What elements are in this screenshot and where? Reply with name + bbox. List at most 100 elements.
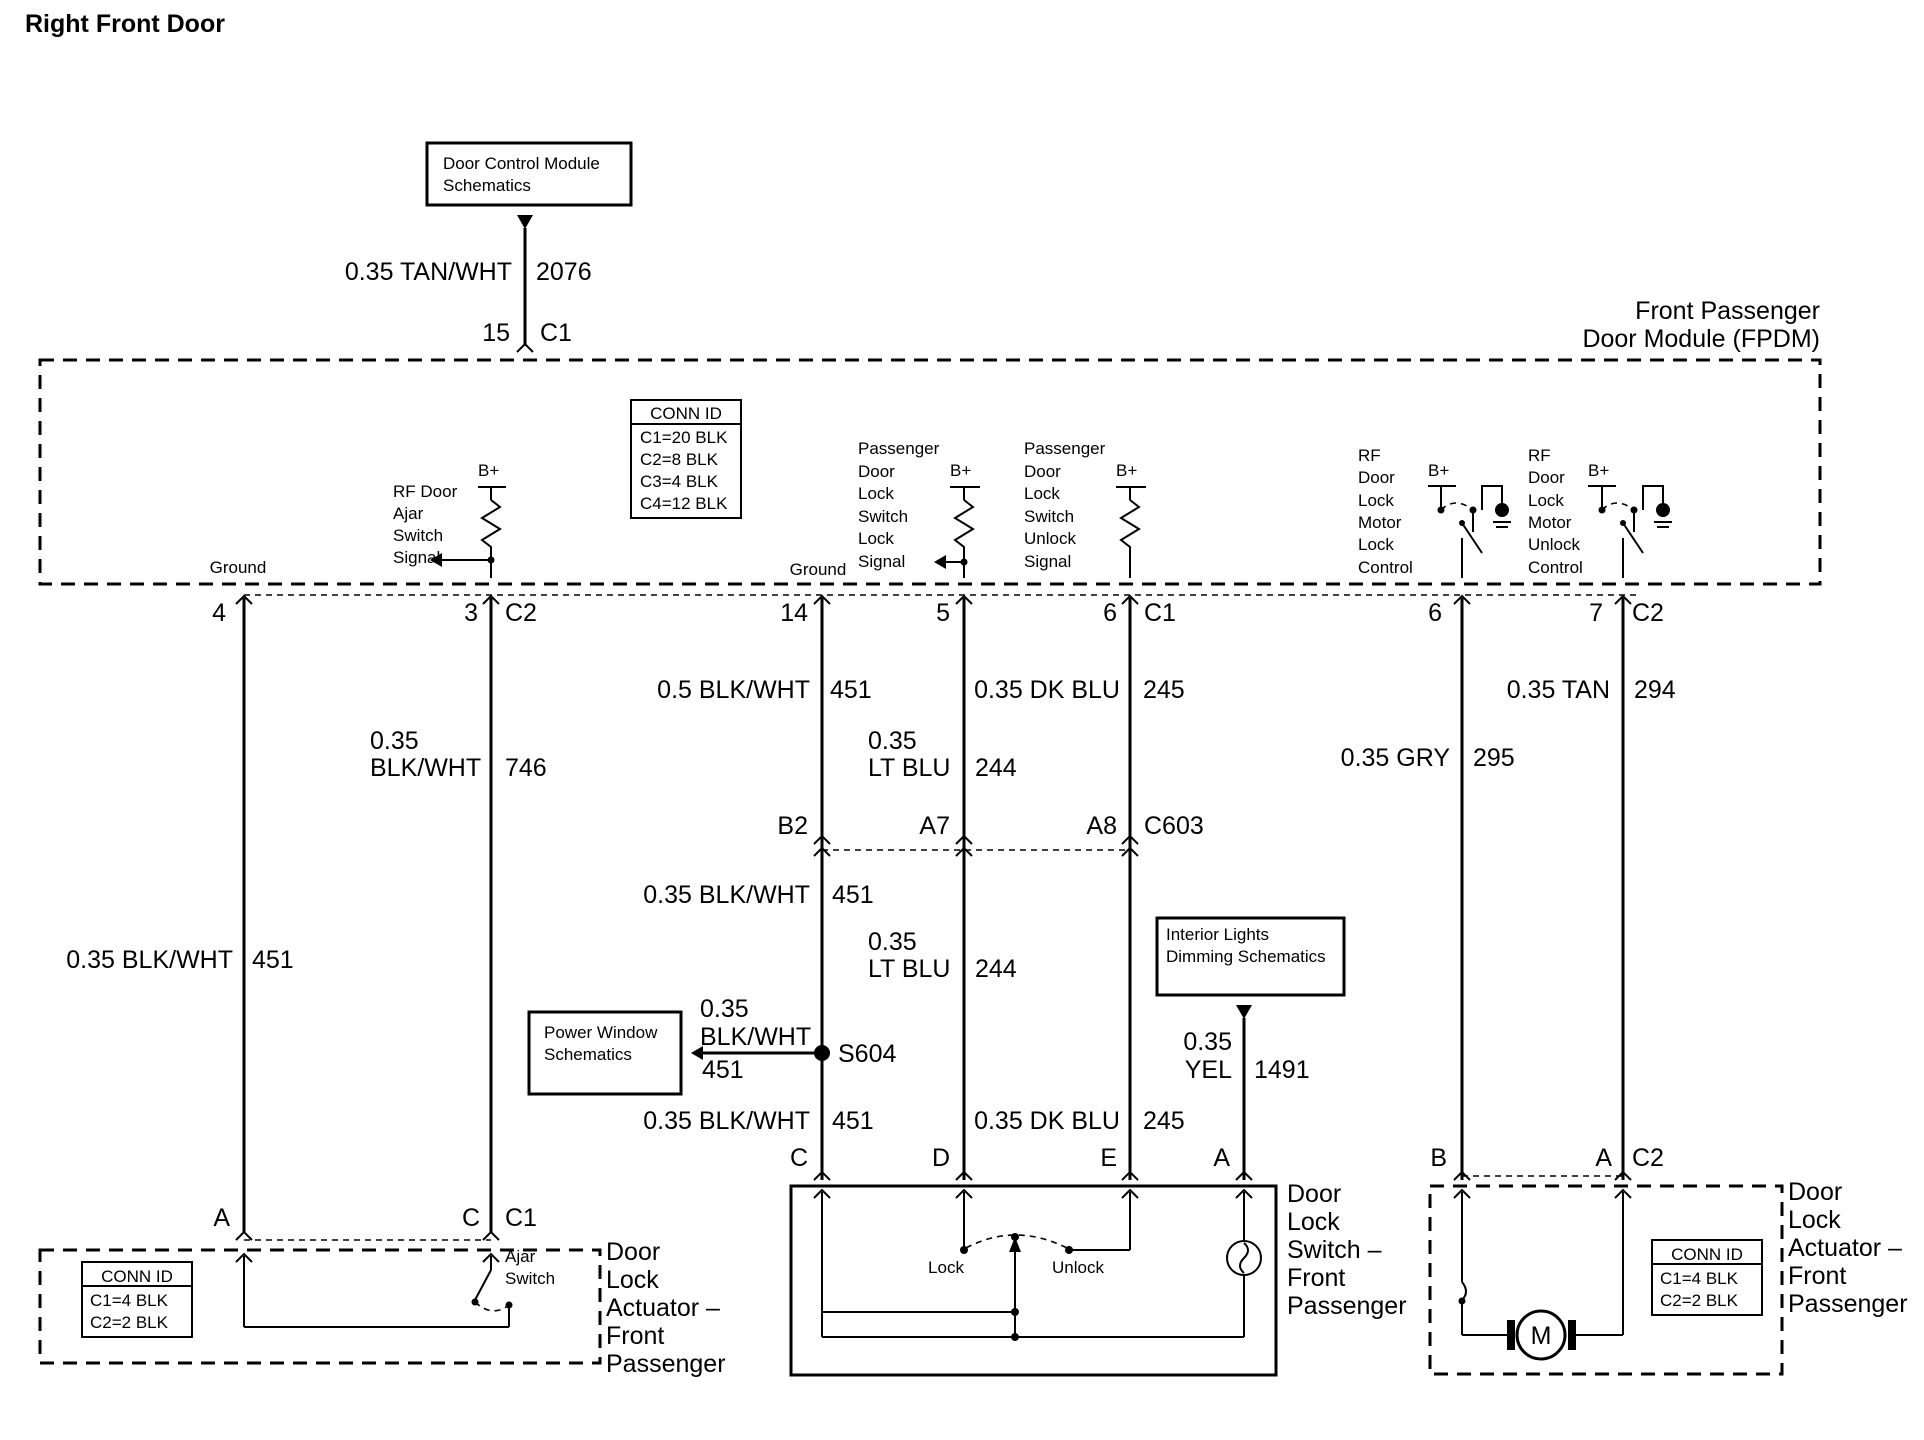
fpdm-module-boundary <box>38 358 1822 586</box>
w451-upper-circuit: 451 <box>830 676 872 704</box>
svg-text:C2=2 BLK: C2=2 BLK <box>90 1313 169 1332</box>
motor-lock-control-relay: RF Door Lock Motor Lock Control B+ <box>1358 446 1511 578</box>
svg-text:C2=2 BLK: C2=2 BLK <box>1660 1291 1739 1310</box>
power-window-ref-line1: Power Window <box>544 1023 658 1042</box>
w245-lower-gauge: 0.35 DK BLU <box>974 1107 1120 1135</box>
switch-lock-label: Lock <box>928 1258 964 1277</box>
left-actuator-pin-c: C <box>462 1204 480 1232</box>
splice-s604-dot <box>814 1045 830 1061</box>
conn-c1-top: C1 <box>540 319 572 347</box>
w451-upper-gauge: 0.5 BLK/WHT <box>657 676 810 704</box>
svg-text:Door: Door <box>858 462 895 481</box>
svg-text:Switch –: Switch – <box>1287 1236 1382 1264</box>
w1491-circuit: 1491 <box>1254 1056 1310 1084</box>
svg-text:Control: Control <box>1358 558 1413 577</box>
svg-text:Signal: Signal <box>858 552 905 571</box>
svg-text:Door: Door <box>1788 1178 1842 1206</box>
w451-left-gauge: 0.35 BLK/WHT <box>66 946 233 974</box>
svg-text:C1=20 BLK: C1=20 BLK <box>640 428 728 447</box>
door-lock-switch-name: Door Lock Switch – Front Passenger <box>1287 1180 1407 1320</box>
svg-text:Passenger: Passenger <box>1287 1292 1407 1320</box>
switch-unlock-label: Unlock <box>1052 1258 1104 1277</box>
c603-pin-a8: A8 <box>1086 812 1117 840</box>
svg-text:C1=4 BLK: C1=4 BLK <box>1660 1269 1739 1288</box>
right-actuator-name: Door Lock Actuator – Front Passenger <box>1788 1178 1908 1318</box>
svg-text:Lock: Lock <box>1528 491 1564 510</box>
svg-text:Lock: Lock <box>1358 491 1394 510</box>
c603-pin-a7: A7 <box>919 812 950 840</box>
svg-text:Control: Control <box>1528 558 1583 577</box>
left-actuator-name: Door Lock Actuator – Front Passenger <box>606 1238 726 1378</box>
svg-text:Lock: Lock <box>858 529 894 548</box>
svg-text:Actuator –: Actuator – <box>606 1294 720 1322</box>
svg-text:B+: B+ <box>1428 461 1449 480</box>
switch-pin-d: D <box>932 1144 950 1172</box>
w746-gauge-2: BLK/WHT <box>370 754 481 782</box>
svg-text:B+: B+ <box>1116 461 1137 480</box>
switch-pin-a: A <box>1213 1144 1230 1172</box>
w244-lower-gauge-1: 0.35 <box>868 928 917 956</box>
svg-text:RF Door: RF Door <box>393 482 458 501</box>
svg-text:Unlock: Unlock <box>1024 529 1076 548</box>
w451-splice-gauge-2: BLK/WHT <box>700 1023 811 1051</box>
pin-7: 7 <box>1589 599 1603 627</box>
right-actuator-conn: C2 <box>1632 1144 1664 1172</box>
svg-text:Front: Front <box>1287 1264 1345 1292</box>
power-window-ref-line2: Schematics <box>544 1045 632 1064</box>
left-actuator-internal <box>235 1252 513 1328</box>
pin-3: 3 <box>464 599 478 627</box>
pin-5: 5 <box>936 599 950 627</box>
svg-text:CONN ID: CONN ID <box>1671 1245 1743 1264</box>
ground-label-left: Ground <box>210 558 267 577</box>
switch-connector-chevrons <box>813 1170 1253 1181</box>
interior-lights-schematics-ref[interactable]: Interior Lights Dimming Schematics <box>1155 916 1346 997</box>
w245-upper-circuit: 245 <box>1143 676 1185 704</box>
w1491-gauge-2: YEL <box>1185 1056 1232 1084</box>
left-actuator-chevrons <box>235 1230 500 1241</box>
w451-left-circuit: 451 <box>252 946 294 974</box>
svg-text:RF: RF <box>1358 446 1381 465</box>
conn-c2-left: C2 <box>505 599 537 627</box>
w245-lower-circuit: 245 <box>1143 1107 1185 1135</box>
svg-text:CONN ID: CONN ID <box>650 404 722 423</box>
w294-circuit: 294 <box>1634 676 1676 704</box>
svg-text:Lock: Lock <box>606 1266 659 1294</box>
motor-unlock-control-relay: RF Door Lock Motor Unlock Control B+ <box>1528 446 1672 578</box>
svg-text:B+: B+ <box>478 461 499 480</box>
wire-2076-gauge: 0.35 TAN/WHT <box>345 258 512 286</box>
svg-text:C4=12 BLK: C4=12 BLK <box>640 494 728 513</box>
pin-6: 6 <box>1103 599 1117 627</box>
svg-text:Passenger: Passenger <box>858 439 940 458</box>
w244-lower-circuit: 244 <box>975 955 1017 983</box>
lock-switch-signal-pullup: Passenger Door Lock Switch Lock Signal B… <box>858 439 980 578</box>
ref-arrow-icon <box>691 1046 703 1060</box>
switch-pin-e: E <box>1100 1144 1117 1172</box>
w746-circuit: 746 <box>505 754 547 782</box>
left-actuator-boundary <box>38 1248 602 1365</box>
svg-text:RF: RF <box>1528 446 1551 465</box>
right-actuator-pin-b: B <box>1430 1144 1447 1172</box>
ajar-signal-pullup: RF Door Ajar Switch Signal B+ <box>393 461 506 578</box>
left-actuator-pin-a: A <box>213 1204 230 1232</box>
dcm-schematics-ref[interactable]: Door Control Module Schematics <box>425 141 633 207</box>
ground-label-mid: Ground <box>790 560 847 579</box>
dcm-ref-line1: Door Control Module <box>443 154 600 173</box>
right-actuator-chevrons <box>1453 1170 1632 1181</box>
svg-text:C3=4 BLK: C3=4 BLK <box>640 472 719 491</box>
svg-text:Signal: Signal <box>393 548 440 567</box>
door-lock-switch-component <box>789 1184 1278 1377</box>
interior-ref-line2: Dimming Schematics <box>1166 947 1326 966</box>
svg-text:Lock: Lock <box>1024 484 1060 503</box>
page-title: Right Front Door <box>25 10 225 38</box>
w295-circuit: 295 <box>1473 744 1515 772</box>
w451-splice-circuit: 451 <box>702 1056 744 1084</box>
power-window-schematics-ref[interactable]: Power Window Schematics <box>527 1010 683 1096</box>
fpdm-name-line2: Door Module (FPDM) <box>1582 325 1820 353</box>
svg-text:Ajar: Ajar <box>393 504 424 523</box>
c603-pin-b2: B2 <box>777 812 808 840</box>
ref-arrow-icon <box>1236 1005 1252 1019</box>
svg-text:Lock: Lock <box>1788 1206 1841 1234</box>
interior-ref-line1: Interior Lights <box>1166 925 1269 944</box>
motor-icon: M <box>1515 1309 1567 1361</box>
